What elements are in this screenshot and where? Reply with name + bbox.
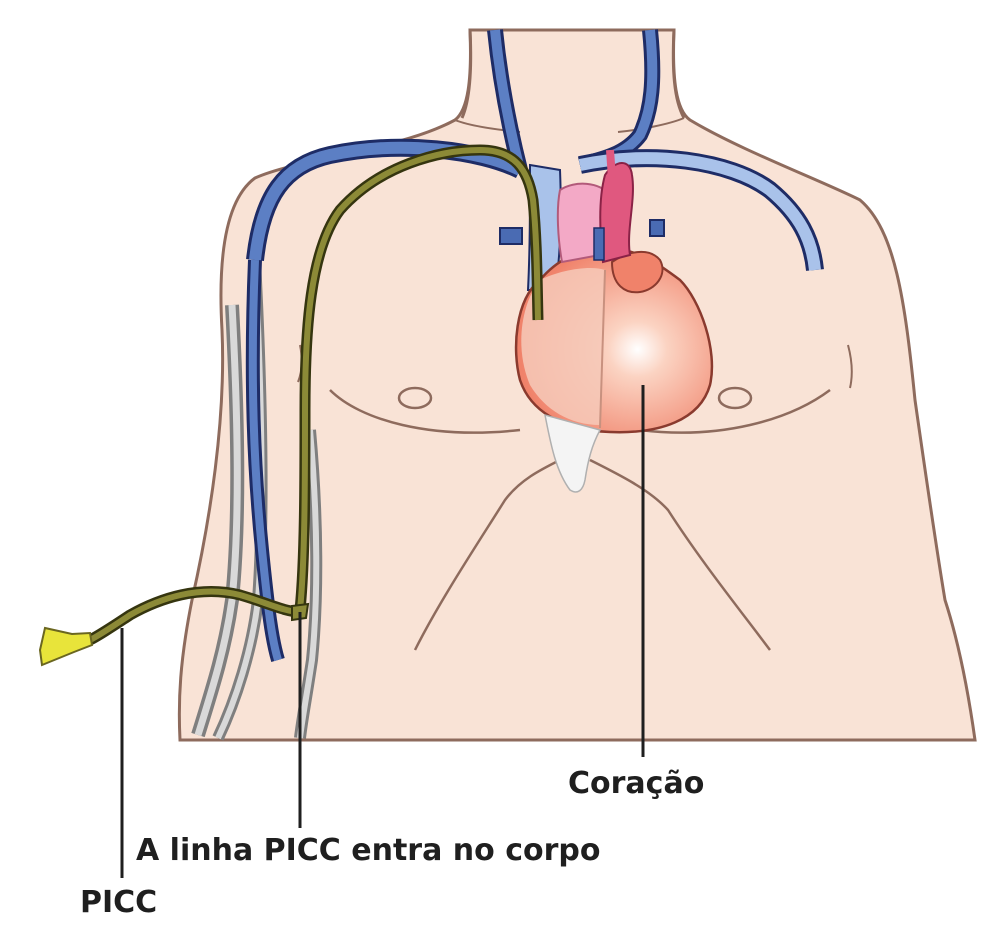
entry-label: A linha PICC entra no corpo	[136, 833, 600, 868]
aorta-branch	[610, 150, 612, 178]
heart-label: Coração	[568, 766, 704, 801]
vein-stub-right	[650, 220, 664, 236]
picc-label: PICC	[80, 885, 157, 920]
vena-cava-inner-marker	[594, 228, 604, 260]
vein-stub-left	[500, 228, 522, 244]
picc-connector	[40, 628, 92, 665]
aorta	[600, 163, 633, 262]
